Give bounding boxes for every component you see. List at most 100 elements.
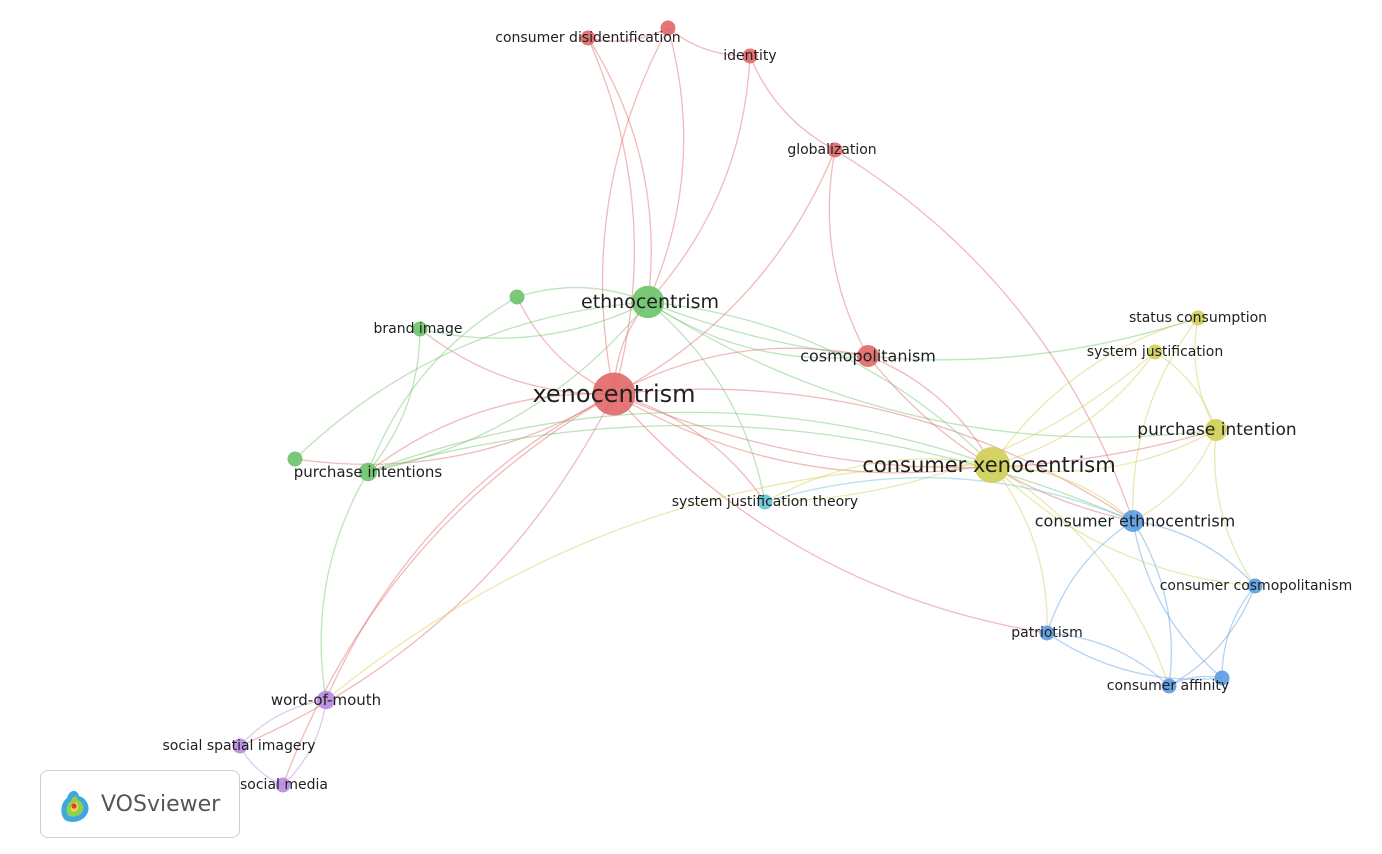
node-status-consumption[interactable] [1190, 310, 1206, 326]
network-link [991, 464, 1134, 522]
node-consumer-disidentification[interactable] [580, 30, 596, 46]
network-link [647, 301, 766, 503]
edge-layer [239, 27, 1256, 786]
label-word-of-mouth: word-of-mouth [271, 691, 381, 709]
label-consumer-affinity: consumer affinity [1107, 678, 1229, 694]
node-globalization[interactable] [827, 142, 843, 158]
node-patriotism[interactable] [1039, 625, 1055, 641]
vosviewer-label: VOSviewer [101, 791, 221, 817]
network-link [1046, 632, 1170, 687]
network-link [294, 393, 615, 466]
node-identity[interactable] [742, 48, 758, 64]
network-link [587, 27, 669, 42]
network-link [601, 27, 669, 395]
network-link [647, 301, 869, 359]
node-consumer-cosmopolitanism[interactable] [1247, 578, 1263, 594]
network-link [1132, 520, 1223, 679]
network-link [613, 393, 766, 503]
node-green-unlabeled-1[interactable] [509, 289, 525, 305]
network-link [1046, 520, 1134, 634]
node-social-media[interactable] [275, 777, 291, 793]
network-link [647, 301, 1199, 361]
network-link [367, 328, 421, 473]
network-link [647, 301, 993, 466]
node-purchase-intentions[interactable] [358, 462, 378, 482]
network-link [647, 301, 1217, 438]
label-consumer-ethnocentrism: consumer ethnocentrism [1035, 512, 1235, 531]
node-xenocentrism[interactable] [592, 372, 636, 416]
label-globalization: globalization [787, 142, 876, 158]
network-link [828, 149, 869, 357]
network-link [867, 355, 993, 466]
network-link [613, 393, 993, 474]
network-link [613, 393, 1217, 469]
node-cosmopolitanism[interactable] [857, 345, 879, 367]
network-link [991, 351, 1156, 466]
node-system-justification-theory[interactable] [757, 494, 773, 510]
label-identity: identity [723, 48, 776, 64]
network-link [320, 471, 369, 701]
network-link [613, 347, 869, 395]
node-consumer-xenocentrism[interactable] [974, 447, 1010, 483]
label-ethnocentrism: ethnocentrism [581, 291, 719, 313]
network-link [367, 296, 518, 473]
network-link [613, 149, 836, 395]
label-system-justification-theory: system justification theory [672, 494, 858, 510]
label-brand-image: brand image [373, 321, 462, 337]
network-link [419, 301, 649, 339]
node-consumer-affinity[interactable] [1161, 678, 1177, 694]
network-link [325, 393, 615, 701]
network-link [647, 55, 751, 303]
network-link [613, 393, 1048, 634]
network-link [239, 393, 615, 747]
vosviewer-badge: VOSviewer [40, 770, 240, 838]
node-ethnocentrism[interactable] [631, 285, 665, 319]
node-blue-unlabeled[interactable] [1214, 670, 1230, 686]
label-consumer-disidentification: consumer disidentification [495, 30, 680, 46]
network-link [1194, 317, 1217, 431]
network-link [239, 699, 327, 747]
node-system-justification[interactable] [1147, 344, 1163, 360]
network-link [613, 388, 1134, 522]
label-status-consumption: status consumption [1129, 310, 1267, 326]
network-link [1168, 585, 1256, 687]
network-link [282, 699, 327, 786]
vosviewer-logo-icon [61, 790, 89, 822]
node-purchase-intention[interactable] [1205, 419, 1227, 441]
network-link [1132, 520, 1256, 587]
label-purchase-intentions: purchase intentions [294, 463, 443, 481]
network-link [367, 424, 1134, 522]
network-link [282, 393, 615, 786]
network-link [834, 149, 1134, 522]
network-link [991, 464, 1048, 634]
node-social-spatial-imagery[interactable] [232, 738, 248, 754]
network-link [587, 37, 652, 303]
network-link [1221, 585, 1256, 679]
network-link [367, 411, 993, 473]
node-red-unlabeled[interactable] [660, 20, 676, 36]
network-link [647, 27, 685, 303]
label-social-media: social media [240, 777, 328, 793]
label-system-justification: system justification [1087, 344, 1223, 360]
node-consumer-ethnocentrism[interactable] [1122, 510, 1144, 532]
network-link [764, 351, 1156, 503]
network-link [325, 464, 993, 701]
label-consumer-cosmopolitanism: consumer cosmopolitanism [1160, 578, 1353, 594]
network-link [749, 55, 836, 151]
network-link [419, 328, 615, 395]
network-link [991, 464, 1170, 687]
node-brand-image[interactable] [412, 321, 428, 337]
node-green-unlabeled-2[interactable] [287, 451, 303, 467]
network-link [367, 393, 615, 473]
label-patriotism: patriotism [1011, 625, 1082, 641]
node-word-of-mouth[interactable] [316, 690, 336, 710]
network-link [1154, 351, 1217, 431]
network-link [1132, 429, 1217, 522]
network-link [367, 301, 649, 473]
node-layer [232, 20, 1263, 793]
label-cosmopolitanism: cosmopolitanism [800, 347, 936, 366]
label-consumer-xenocentrism: consumer xenocentrism [862, 453, 1115, 477]
network-link [587, 37, 636, 395]
network-link [1214, 429, 1256, 587]
